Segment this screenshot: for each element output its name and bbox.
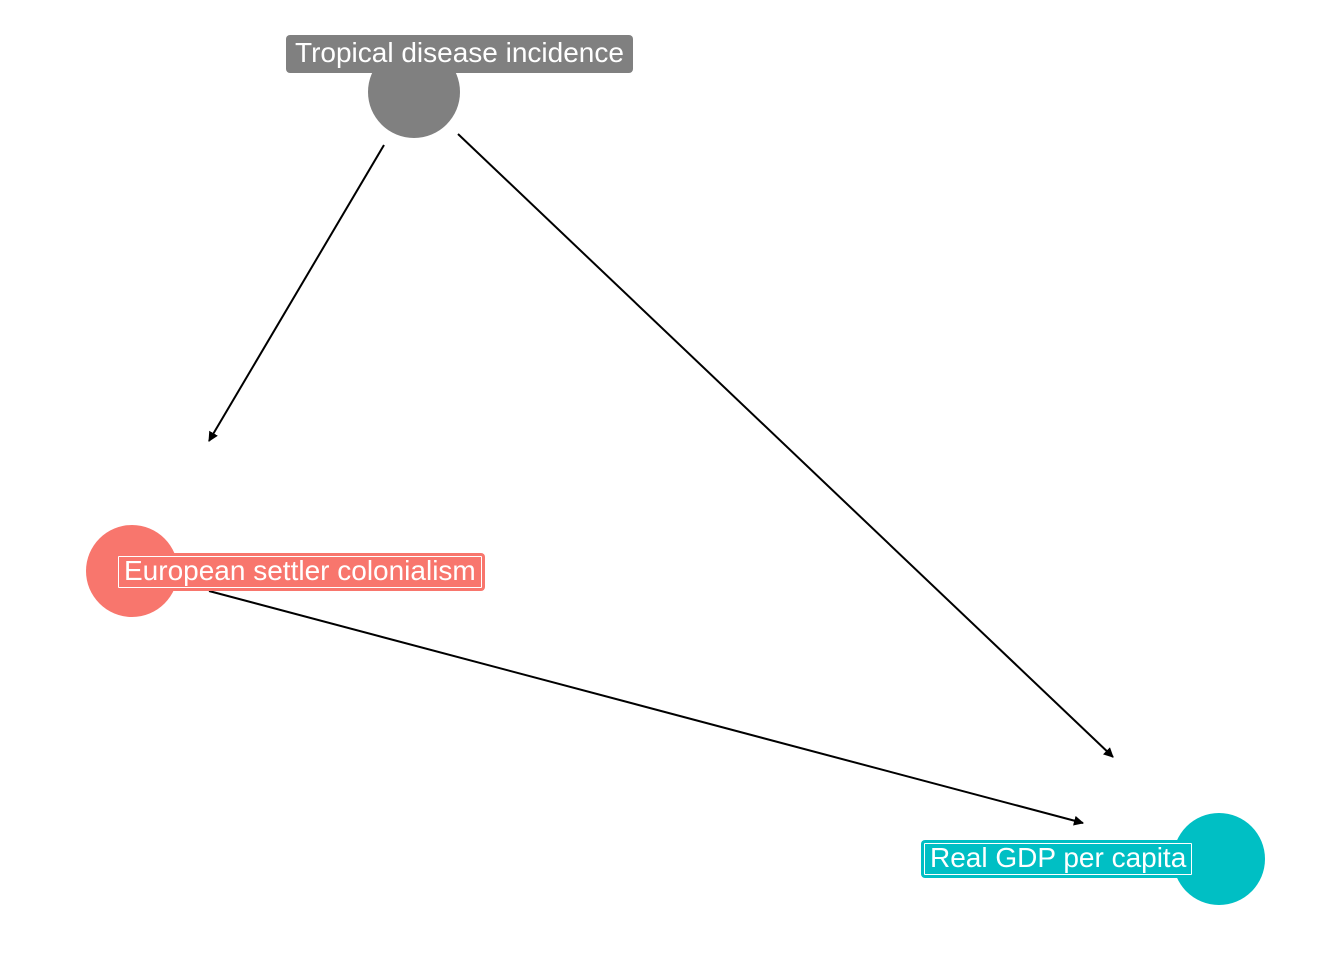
edge-european-to-gdp [208, 590, 1084, 826]
node-label-tropical: Tropical disease incidence [286, 35, 633, 73]
node-gdp [1173, 813, 1265, 905]
node-label-european: European settler colonialism [115, 553, 485, 591]
edge-tropical-to-gdp [457, 133, 1114, 758]
node-label-gdp: Real GDP per capita [921, 840, 1196, 878]
edge-tropical-to-european [208, 144, 385, 442]
